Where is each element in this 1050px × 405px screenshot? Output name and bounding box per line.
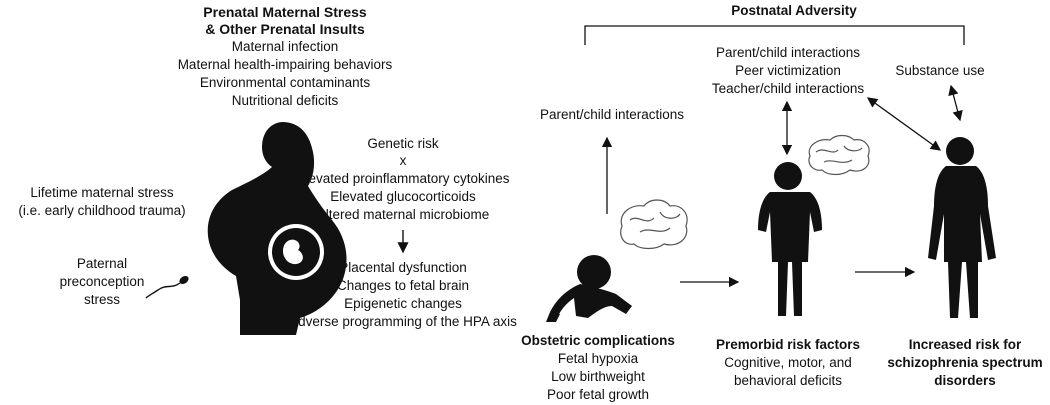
- prenatal-item: Nutritional deficits: [231, 93, 339, 108]
- substance-double-arrow: [948, 84, 963, 122]
- premorbid-item: Cognitive, motor, and: [724, 355, 852, 370]
- premorbid-title: Premorbid risk factors: [715, 337, 861, 352]
- prenatal-item: Environmental contaminants: [199, 75, 371, 90]
- premorbid-item: behavioral deficits: [733, 373, 843, 388]
- child-brain-icon: [808, 134, 870, 176]
- outcome-item: Epigenetic changes: [344, 296, 462, 311]
- genetic-risk-label: Genetic risk: [367, 136, 439, 151]
- paternal-label: stress: [83, 292, 120, 307]
- obstetric-title: Obstetric complications: [521, 333, 675, 348]
- child-postnatal-item: Teacher/child interactions: [711, 81, 865, 96]
- child-postnatal-item: Parent/child interactions: [715, 45, 861, 60]
- teacher-to-adult-arrow: [866, 97, 942, 151]
- child-postnatal-item: Peer victimization: [735, 63, 841, 78]
- lifetime-stress-sublabel: (i.e. early childhood trauma): [18, 203, 186, 218]
- outcome-item: Placental dysfunction: [339, 260, 467, 275]
- paternal-label: preconception: [59, 274, 145, 289]
- increased-risk-label: Increased risk for: [908, 337, 1022, 352]
- obstetric-item: Fetal hypoxia: [557, 351, 639, 366]
- child-silhouette: [758, 162, 822, 316]
- obstetric-item: Low birthweight: [551, 369, 645, 384]
- mechanism-item: Elevated glucocorticoids: [330, 189, 476, 204]
- mechanism-item: Altered maternal microbiome: [316, 207, 490, 222]
- increased-risk-label: schizophrenia spectrum: [887, 355, 1043, 370]
- obstetric-item: Poor fetal growth: [546, 387, 650, 402]
- mechanism-item: Elevated proinflammatory cytokines: [296, 171, 510, 186]
- postnatal-title: Postnatal Adversity: [731, 3, 857, 18]
- infant-silhouette: [546, 255, 632, 322]
- increased-risk-label: disorders: [934, 373, 996, 388]
- outcome-item: Adverse programming of the HPA axis: [289, 314, 517, 329]
- substance-use-label: Substance use: [895, 63, 985, 78]
- prenatal-subtitle: & Other Prenatal Insults: [205, 21, 365, 37]
- adult-silhouette: [928, 137, 996, 318]
- prenatal-title: Prenatal Maternal Stress: [203, 4, 367, 20]
- outcome-item: Changes to fetal brain: [336, 278, 470, 293]
- lifetime-stress-label: Lifetime maternal stress: [30, 185, 174, 200]
- prenatal-item: Maternal health-impairing behaviors: [177, 57, 393, 72]
- infant-brain-icon: [620, 199, 688, 250]
- pregnant-woman-silhouette: [207, 122, 347, 335]
- postnatal-bracket: [584, 25, 965, 45]
- infant-postnatal-label: Parent/child interactions: [539, 107, 685, 122]
- paternal-label: Paternal: [76, 256, 128, 271]
- sperm-icon: [145, 275, 189, 299]
- prenatal-item: Maternal infection: [231, 39, 339, 54]
- multiply-symbol: x: [399, 153, 407, 168]
